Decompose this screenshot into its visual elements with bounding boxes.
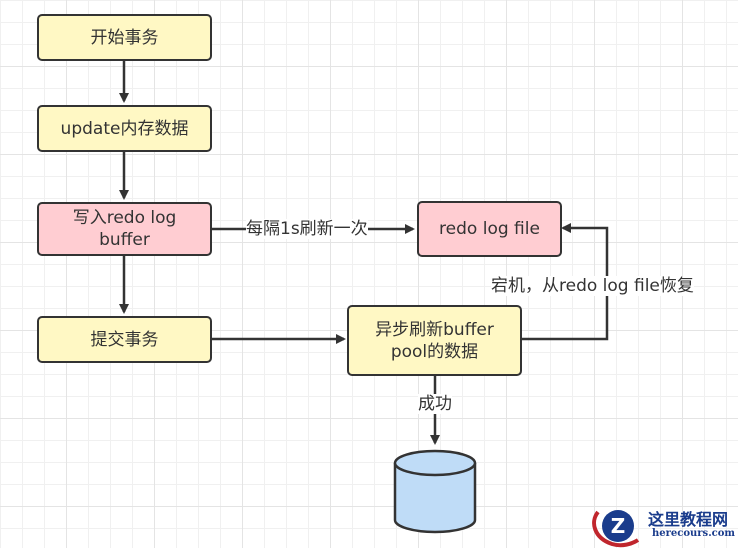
watermark-url: herecours.com — [652, 528, 736, 539]
node-write-redo-log-buffer-line1: 写入redo log — [72, 208, 177, 228]
watermark-logo-icon: Z — [592, 510, 640, 548]
node-async-flush-line2: pool的数据 — [390, 341, 479, 362]
node-start-transaction[interactable]: 开始事务 — [37, 14, 212, 61]
node-async-flush-line1: 异步刷新buffer — [375, 319, 494, 340]
watermark: Z 这里教程网 herecours.com — [588, 500, 738, 548]
node-write-redo-log-buffer[interactable]: 写入redo log buffer — [37, 202, 212, 256]
watermark-title: 这里教程网 — [648, 510, 729, 529]
node-commit-transaction-label: 提交事务 — [90, 329, 159, 350]
node-async-flush-buffer-pool[interactable]: 异步刷新buffer pool的数据 — [347, 305, 522, 376]
svg-text:Z: Z — [611, 514, 626, 538]
node-redo-log-file-label: redo log file — [439, 219, 540, 239]
edge-label-success: 成功 — [418, 394, 452, 414]
node-commit-transaction[interactable]: 提交事务 — [37, 316, 212, 363]
database-cylinder — [393, 449, 477, 534]
edge-label-crash-recovery: 宕机，从redo log file恢复 — [491, 276, 694, 296]
node-update-memory[interactable]: update内存数据 — [37, 105, 212, 152]
node-redo-log-file[interactable]: redo log file — [417, 201, 562, 257]
node-start-transaction-label: 开始事务 — [90, 27, 159, 48]
node-write-redo-log-buffer-line2: buffer — [99, 230, 150, 250]
node-update-memory-label: update内存数据 — [60, 118, 189, 139]
edge-label-flush-interval: 每隔1s刷新一次 — [246, 219, 368, 239]
